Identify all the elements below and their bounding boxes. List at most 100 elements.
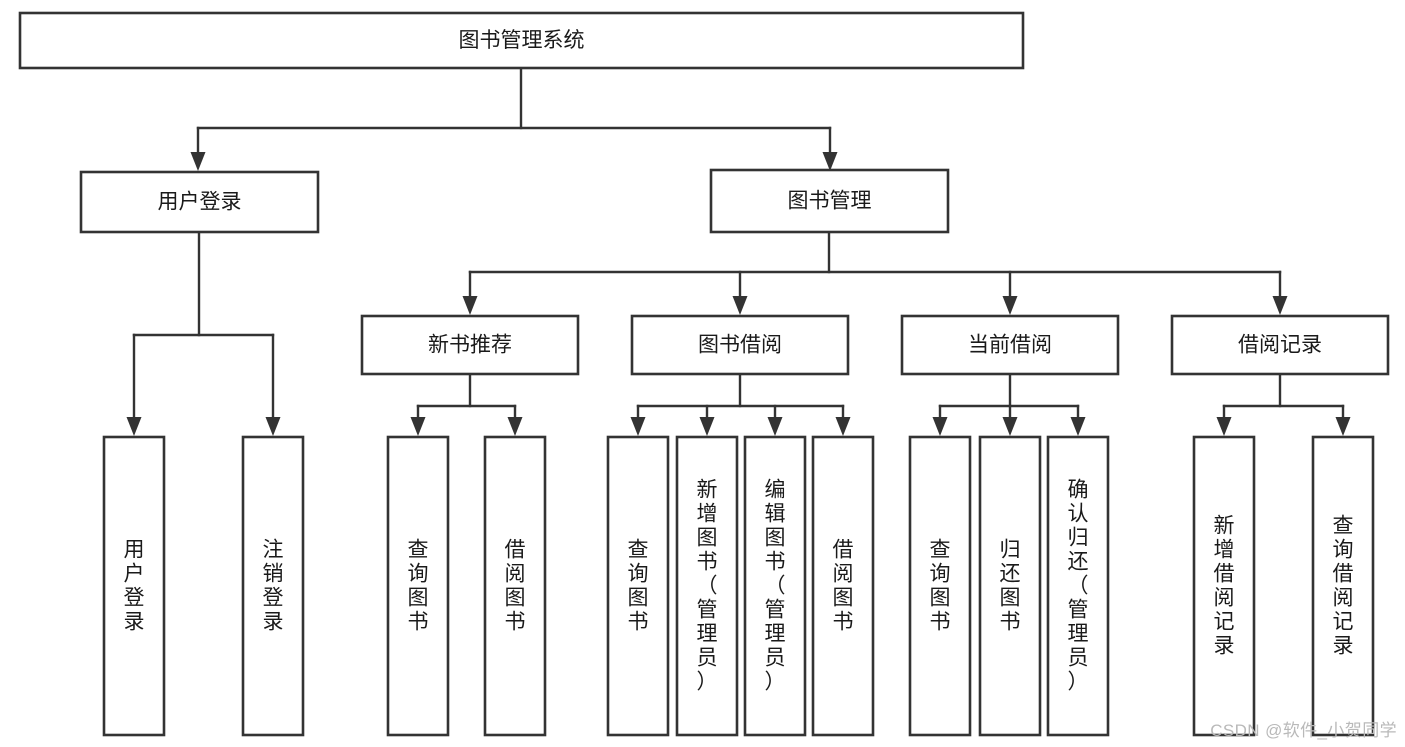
arrow-head <box>265 417 281 436</box>
leaf-label-char: 借 <box>1214 563 1235 586</box>
leaf-label-char: 书 <box>930 611 951 634</box>
leaf-box[interactable] <box>102 435 166 737</box>
level2-node[interactable]: 图书借阅 <box>630 314 850 376</box>
leaf-box[interactable] <box>1192 435 1256 737</box>
connector-book-mgmt-to-level2 <box>462 230 1288 315</box>
leaf-label-char: 新 <box>1214 515 1235 538</box>
leaf-label-char: 书 <box>628 611 649 634</box>
level2-box[interactable] <box>900 314 1120 376</box>
leaf-label-char: 查 <box>408 539 429 562</box>
leaf-label-char: 借 <box>505 539 526 562</box>
arrow-head <box>1002 417 1018 436</box>
leaf-label-char: 员 <box>697 647 718 670</box>
leaf-label-char: 书 <box>833 611 854 634</box>
leaf-box[interactable] <box>978 435 1042 737</box>
leaf-label-char: 理 <box>765 623 786 646</box>
level1-node[interactable]: 图书管理 <box>709 168 950 234</box>
connector-root-to-level1 <box>190 66 838 171</box>
leaf-label-char: 编 <box>765 479 786 502</box>
leaf-label-char: 图 <box>408 587 429 610</box>
connector-record-to-leaves <box>1216 372 1351 436</box>
leaf-box[interactable] <box>1311 435 1375 737</box>
level2-label: 图书借阅 <box>698 334 782 357</box>
level2-box[interactable] <box>1170 314 1390 376</box>
arrow-head <box>507 417 523 436</box>
leaf-node[interactable]: 用户登录 <box>102 435 166 737</box>
leaf-label-char: 户 <box>124 563 145 586</box>
leaf-label-char: （ <box>697 575 718 598</box>
arrow-head <box>410 417 426 436</box>
leaf-label-char: 书 <box>505 611 526 634</box>
leaf-box[interactable] <box>743 435 807 737</box>
leaf-label-char: 认 <box>1068 503 1089 526</box>
leaf-box[interactable] <box>606 435 670 737</box>
level2-label: 借阅记录 <box>1238 334 1322 357</box>
leaf-label-char: 查 <box>628 539 649 562</box>
level2-box[interactable] <box>630 314 850 376</box>
leaf-label-char: 录 <box>263 611 284 634</box>
level1-label: 用户登录 <box>158 191 242 214</box>
leaf-label-char: 理 <box>697 623 718 646</box>
leaf-label-char: 员 <box>765 647 786 670</box>
level1-label: 图书管理 <box>788 190 872 213</box>
arrow-head <box>190 152 206 171</box>
leaf-label-char: 阅 <box>833 563 854 586</box>
leaf-label-char: 还 <box>1068 551 1089 574</box>
leaf-box[interactable] <box>483 435 547 737</box>
leaf-label-char: 记 <box>1333 611 1354 634</box>
leaf-label-char: 理 <box>1068 623 1089 646</box>
level1-node[interactable]: 用户登录 <box>79 170 320 234</box>
leaf-label-char: 图 <box>628 587 649 610</box>
leaf-label-char: 借 <box>833 539 854 562</box>
leaf-label-char: 登 <box>263 587 284 610</box>
leaf-label-char: 辑 <box>765 503 786 526</box>
leaf-box[interactable] <box>675 435 739 737</box>
leaf-label-char: 借 <box>1333 563 1354 586</box>
leaf-label-char: 录 <box>1214 635 1235 658</box>
leaf-label-char: 增 <box>697 503 718 526</box>
level1-box[interactable] <box>79 170 320 234</box>
leaf-label-char: 图 <box>1000 587 1021 610</box>
leaf-label-char: 图 <box>833 587 854 610</box>
leaf-label-char: 查 <box>1333 515 1354 538</box>
root-node[interactable]: 图书管理系统 <box>18 11 1025 70</box>
leaf-box[interactable] <box>908 435 972 737</box>
arrow-head <box>462 296 478 315</box>
level2-node[interactable]: 借阅记录 <box>1170 314 1390 376</box>
level2-node[interactable]: 当前借阅 <box>900 314 1120 376</box>
root-label: 图书管理系统 <box>459 29 585 52</box>
leaf-label-char: 新 <box>697 479 718 502</box>
leaf-box[interactable] <box>811 435 875 737</box>
leaf-label-char: 询 <box>408 563 429 586</box>
level1-box[interactable] <box>709 168 950 234</box>
leaf-label-char: 图 <box>697 527 718 550</box>
leaf-label-char: 图 <box>930 587 951 610</box>
arrow-head <box>1335 417 1351 436</box>
level2-box[interactable] <box>360 314 580 376</box>
leaf-label-char: 询 <box>1333 539 1354 562</box>
arrow-head <box>699 417 715 436</box>
leaf-label-char: 询 <box>930 563 951 586</box>
leaf-label-char: 归 <box>1000 539 1021 562</box>
leaf-box[interactable] <box>1046 435 1110 737</box>
root-box[interactable] <box>18 11 1025 70</box>
leaf-box[interactable] <box>241 435 305 737</box>
level2-label: 当前借阅 <box>968 334 1052 357</box>
leaf-label-char: 询 <box>628 563 649 586</box>
level2-node[interactable]: 新书推荐 <box>360 314 580 376</box>
leaf-box[interactable] <box>386 435 450 737</box>
leaf-label-char: 记 <box>1214 611 1235 634</box>
leaf-label-char: 管 <box>1068 599 1089 622</box>
